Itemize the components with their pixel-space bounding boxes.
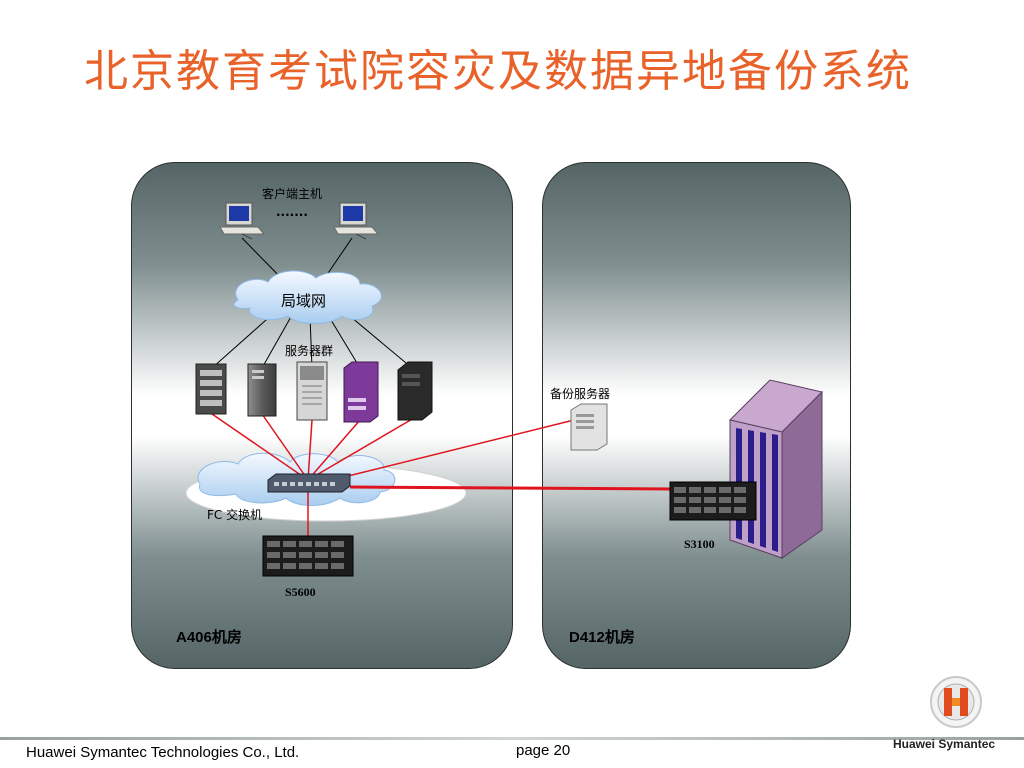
link-lan-server1 — [211, 311, 276, 369]
page-title: 北京教育考试院容灾及数据异地备份系统 — [84, 46, 912, 97]
link-lan-server2 — [261, 314, 293, 369]
brand-name: Huawei Symantec — [893, 737, 996, 751]
server-2-icon — [247, 363, 277, 417]
server-4-icon — [343, 361, 379, 423]
fc-switch-icon — [267, 473, 351, 493]
client-pc-1-icon — [219, 202, 266, 240]
server-lan-links — [211, 311, 413, 369]
server-3-icon — [296, 361, 328, 421]
link-lan-server4 — [327, 314, 361, 369]
company-name: Huawei Symantec Technologies Co., Ltd. — [26, 744, 300, 761]
fc-link-server2 — [261, 413, 309, 481]
fc-link-server5 — [307, 417, 415, 481]
client-pc-2-icon — [333, 202, 380, 240]
page-number: page 20 — [516, 742, 571, 759]
fc-link-server1 — [211, 413, 309, 481]
footer-divider — [0, 737, 1024, 740]
fc-link-server3 — [307, 419, 313, 481]
building-icon — [729, 379, 823, 559]
server-1-icon — [195, 363, 227, 415]
fc-switch-label: FC 交换机 — [207, 508, 263, 522]
link-lan-server5 — [344, 311, 413, 369]
server-group-label: 服务器群 — [285, 344, 334, 358]
backup-server-label: 备份服务器 — [550, 387, 611, 401]
footer — [0, 735, 1024, 768]
fc-link-backup-server — [339, 419, 575, 479]
s3100-storage-icon — [669, 481, 757, 521]
room-d412-label: D412机房 — [569, 629, 635, 646]
link-lan-server3 — [309, 315, 313, 369]
lan-cloud — [233, 270, 382, 324]
s5600-storage-icon — [262, 535, 354, 577]
backup-server-icon — [570, 403, 608, 451]
clients-label: 客户端主机 — [262, 187, 323, 201]
room-a406-label: A406机房 — [176, 629, 242, 646]
server-5-icon — [397, 361, 433, 421]
s5600-label: S5600 — [285, 585, 316, 599]
clients-ellipsis: ······· — [276, 208, 308, 222]
s3100-label: S3100 — [684, 537, 715, 551]
fc-links — [211, 413, 575, 538]
lan-label: 局域网 — [281, 292, 327, 310]
huawei-logo-icon — [930, 676, 982, 728]
fc-link-s3100 — [349, 485, 673, 491]
fc-link-server4 — [307, 419, 361, 481]
